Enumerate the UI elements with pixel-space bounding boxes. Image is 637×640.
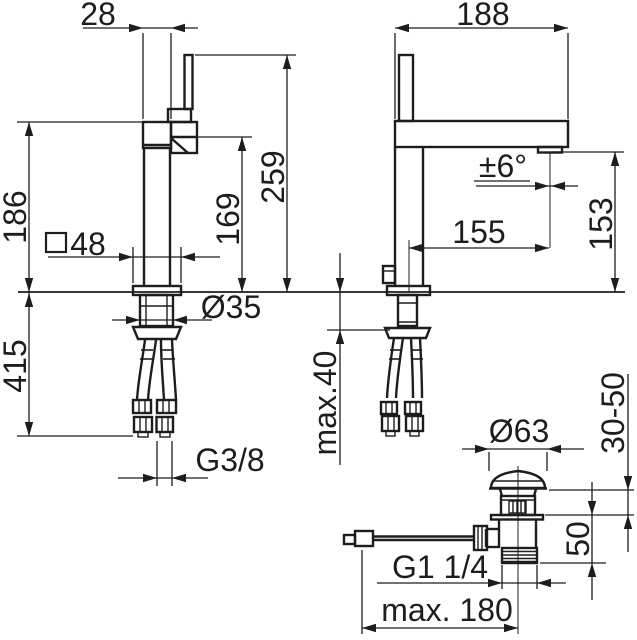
dim-label-g38: G3/8 (195, 442, 264, 478)
dim-swivel-angle: ±6° (474, 148, 578, 248)
dim-shank-diameter: Ø35 (112, 289, 261, 325)
hose-line (159, 339, 166, 401)
dim-flange-diameter: Ø63 (462, 413, 584, 471)
dim-height-body: 186 (0, 121, 143, 292)
seal-plate (489, 513, 545, 521)
dim-label-50: 50 (560, 521, 596, 557)
supply-hoses-side (379, 326, 432, 437)
hose-line (418, 337, 424, 399)
dim-label-pm6deg: ±6° (479, 148, 527, 184)
dim-clamp-range: 30-50 (545, 372, 634, 552)
dim-label-dia35: Ø35 (201, 289, 261, 325)
supply-hoses-front (131, 325, 183, 438)
rod-tip (342, 533, 357, 546)
hose-line (135, 339, 147, 401)
dim-label-dia63: Ø63 (489, 413, 549, 449)
dim-reach: 155 (408, 214, 549, 292)
housing-chamfer-line (170, 137, 189, 154)
hose-stub (159, 431, 171, 438)
mounting-washer-side (383, 326, 432, 340)
dim-label-169: 169 (210, 192, 246, 245)
hose-line (409, 337, 415, 399)
dim-depth: 188 (394, 0, 569, 119)
square-section-symbol (44, 231, 68, 254)
dim-label-max180: max. 180 (381, 592, 513, 628)
dim-label-30-50: 30-50 (595, 372, 631, 454)
mounting-washer-front (131, 325, 183, 341)
hose-crimp (131, 398, 153, 415)
hose-crimp (403, 400, 423, 416)
hose-line (385, 337, 396, 399)
dim-hose-thread: G3/8 (118, 441, 265, 486)
dim-deck-thickness: max.40 (307, 253, 390, 465)
dim-drain-height: 50 (540, 482, 606, 600)
aerator-outlet (536, 145, 564, 154)
dim-label-153: 153 (583, 197, 619, 250)
dim-label-415: 415 (0, 339, 33, 392)
spout-body-side (393, 119, 570, 149)
dim-label-188: 188 (456, 0, 509, 32)
dim-label-48: 48 (70, 226, 106, 262)
hose-crimp (155, 398, 178, 415)
hose-line (394, 337, 405, 399)
drain-assembly (342, 466, 547, 634)
hose-line (146, 339, 158, 401)
front-view (131, 53, 199, 438)
dim-drain-thread: G1 1/4 (377, 549, 566, 589)
popup-rod-tab (381, 264, 397, 285)
dim-label-259: 259 (255, 150, 291, 203)
dim-label-max40: max.40 (307, 351, 343, 456)
rod-coupling-nut (472, 524, 489, 552)
hose-line (170, 339, 178, 401)
dim-height-total: 259 (195, 54, 296, 292)
dim-label-155: 155 (452, 214, 505, 250)
hose-stub (137, 431, 149, 438)
hose-stub (409, 430, 420, 437)
hose-crimp (379, 400, 399, 416)
dim-body-width: 28 (80, 0, 198, 119)
dim-label-g114: G1 1/4 (392, 549, 488, 585)
dim-rod-reach: max. 180 (361, 550, 518, 634)
dim-hose-length: 415 (0, 292, 133, 437)
dim-height-spout: 169 (197, 136, 252, 292)
dim-outlet-height: 153 (552, 151, 624, 292)
side-view (379, 53, 570, 437)
mounting-shank-side (396, 293, 419, 328)
dim-label-28: 28 (80, 0, 116, 32)
dim-base-square: 48 (44, 226, 220, 283)
dim-label-186: 186 (0, 190, 33, 243)
hose-stub (385, 430, 396, 437)
